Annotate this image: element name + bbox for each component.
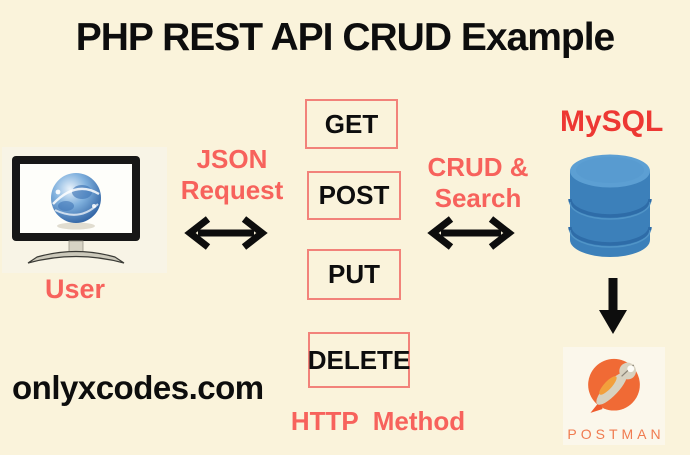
- postman-card: POSTMAN: [563, 347, 665, 445]
- watermark-site-name: onlyxcodes.com: [12, 369, 264, 406]
- double-arrow-left-icon: [184, 216, 268, 250]
- http-method-put-box: PUT: [307, 249, 401, 300]
- json-request-line1: JSON: [196, 144, 268, 174]
- down-arrow-icon: [599, 278, 627, 334]
- http-method-post-box: POST: [307, 171, 401, 220]
- page-title: PHP REST API CRUD Example: [75, 16, 615, 59]
- user-label: User: [44, 274, 106, 304]
- mysql-label: MySQL: [560, 105, 664, 138]
- crud-search-line1: CRUD &: [427, 152, 529, 182]
- postman-astronaut-icon: [588, 358, 640, 413]
- monitor-globe-icon: [12, 156, 140, 264]
- json-request-line2: Request: [180, 175, 284, 205]
- json-request-label: JSON Request: [172, 144, 292, 206]
- http-method-caption: HTTP Method: [290, 406, 466, 436]
- database-cylinder-icon: [568, 154, 652, 257]
- http-method-get-box: GET: [305, 99, 398, 149]
- http-method-delete-box: DELETE: [308, 332, 410, 388]
- double-arrow-right-icon: [427, 216, 515, 250]
- crud-search-line2: Search: [434, 183, 522, 213]
- crud-search-label: CRUD & Search: [423, 152, 533, 214]
- postman-label: POSTMAN: [567, 426, 665, 442]
